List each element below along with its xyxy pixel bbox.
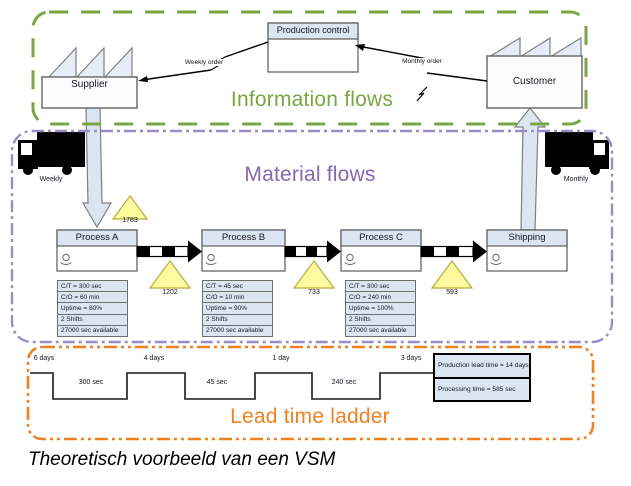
monthly-order-arrow-icon — [355, 44, 488, 102]
supplier-label: Supplier — [71, 79, 108, 90]
diagram-caption: Theoretisch voorbeeld van een VSM — [28, 449, 336, 470]
process-b-databox: C/T = 45 sec C/O = 10 min Uptime = 90% 2… — [202, 280, 273, 337]
lead-time-ladder-line — [30, 372, 433, 400]
inbound-truck-label: Weekly — [39, 176, 63, 183]
operator-icon — [205, 253, 217, 265]
data-row: 27000 sec available — [346, 324, 415, 336]
lead-time-summary-box: Production lead time = 14 days Processin… — [433, 353, 531, 402]
shipping-box — [486, 229, 568, 272]
material-flows-border — [10, 129, 614, 344]
ladder-sec-label: 240 sec — [331, 379, 357, 386]
production-control-box — [267, 22, 359, 73]
shipping-delivery-arrow — [513, 107, 547, 231]
process-b-box — [201, 229, 286, 272]
weekly-order-arrow-icon — [138, 41, 269, 82]
ladder-days-label: 6 days — [33, 355, 55, 362]
process-b-title: Process B — [221, 232, 266, 243]
production-lead-time: Production lead time = 14 days — [438, 362, 529, 370]
data-row: 27000 sec available — [203, 324, 272, 336]
inventory-triangle-icon — [111, 194, 474, 289]
shipping-title: Shipping — [508, 232, 546, 243]
process-a-box — [56, 229, 138, 272]
data-row: C/T = 300 sec — [61, 282, 102, 290]
information-flows-border — [31, 10, 588, 126]
ladder-days-label: 3 days — [400, 355, 422, 362]
customer-factory-icon — [486, 36, 583, 109]
data-row: C/O = 240 min — [346, 291, 415, 302]
data-row: 2 Shifts — [203, 313, 272, 325]
operator-icon — [490, 253, 502, 265]
process-c-databox: C/T = 300 sec C/O = 240 min Uptime = 100… — [345, 280, 416, 337]
push-arrow-icon — [420, 240, 487, 263]
operator-icon — [60, 253, 72, 265]
data-row: 27000 sec available — [58, 324, 127, 336]
data-row: C/O = 10 min — [203, 291, 272, 302]
monthly-order-label: Monthly order — [391, 58, 453, 65]
processing-time: Processing time = 585 sec — [435, 376, 529, 401]
data-row: C/T = 45 sec — [206, 282, 243, 290]
data-row: Uptime = 90% — [203, 302, 272, 313]
data-row: 2 Shifts — [346, 313, 415, 325]
data-row: Uptime = 100% — [346, 302, 415, 313]
inventory-count: 1202 — [162, 289, 178, 296]
ladder-sec-label: 300 sec — [78, 379, 104, 386]
material-flows-title: Material flows — [244, 163, 376, 186]
inventory-count: 733 — [308, 289, 320, 296]
data-row: C/O = 60 min — [58, 291, 127, 302]
operator-icon — [344, 253, 356, 265]
customer-label: Customer — [512, 76, 557, 87]
lead-time-ladder-border — [26, 345, 595, 441]
outbound-truck-icon — [545, 132, 609, 175]
information-flows-title: Information flows — [230, 88, 394, 111]
process-c-box — [340, 229, 422, 272]
data-row: C/T = 300 sec — [349, 282, 390, 290]
weekly-order-label: Weekly order — [173, 59, 235, 66]
inventory-count: 593 — [446, 289, 458, 296]
data-row: 2 Shifts — [58, 313, 127, 325]
push-arrow-icon — [136, 240, 202, 263]
process-a-title: Process A — [75, 232, 119, 243]
push-arrow-icon — [284, 240, 341, 263]
data-row: Uptime = 80% — [58, 302, 127, 313]
production-control-label: Production control — [276, 25, 350, 35]
process-a-databox: C/T = 300 sec C/O = 60 min Uptime = 80% … — [57, 280, 128, 337]
outbound-truck-label: Monthly — [563, 176, 589, 183]
supplier-factory-icon — [41, 46, 138, 109]
inventory-count: 1783 — [122, 217, 138, 224]
lead-time-ladder-title: Lead time ladder — [230, 405, 390, 428]
ladder-sec-label: 45 sec — [206, 379, 228, 386]
process-c-title: Process C — [359, 232, 403, 243]
inbound-truck-icon — [18, 132, 85, 175]
supplier-shipment-arrow — [81, 107, 113, 229]
ladder-days-label: 1 day — [272, 355, 290, 362]
ladder-days-label: 4 days — [143, 355, 165, 362]
